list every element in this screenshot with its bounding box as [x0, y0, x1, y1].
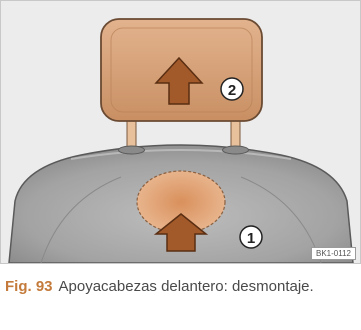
- push-arrow-icon: [153, 213, 209, 252]
- caption-figure-number: Fig. 93: [5, 278, 53, 295]
- figure-caption: Fig. 93 Apoyacabezas delantero: desmontaj…: [5, 276, 355, 298]
- caption-text: Apoyacabezas delantero: desmontaje.: [58, 278, 314, 295]
- headrest-post-left: [118, 115, 145, 155]
- seat-top-edge: [70, 149, 292, 160]
- step-2-marker: 2: [220, 77, 244, 101]
- image-code-label: BK1-0112: [311, 247, 356, 260]
- up-arrow-icon: [154, 56, 204, 105]
- figure-illustration: 2 1 BK1-0112: [0, 0, 361, 264]
- step-1-marker: 1: [239, 225, 263, 249]
- step-2-label: 2: [228, 82, 236, 99]
- release-button-area: [136, 170, 226, 234]
- headrest-inner-panel: [110, 27, 253, 113]
- headrest-removal-diagram: 2 1: [8, 18, 354, 263]
- headrest-post-right: [222, 115, 249, 155]
- seat-seam-left: [40, 176, 122, 263]
- step-1-label: 1: [247, 230, 255, 247]
